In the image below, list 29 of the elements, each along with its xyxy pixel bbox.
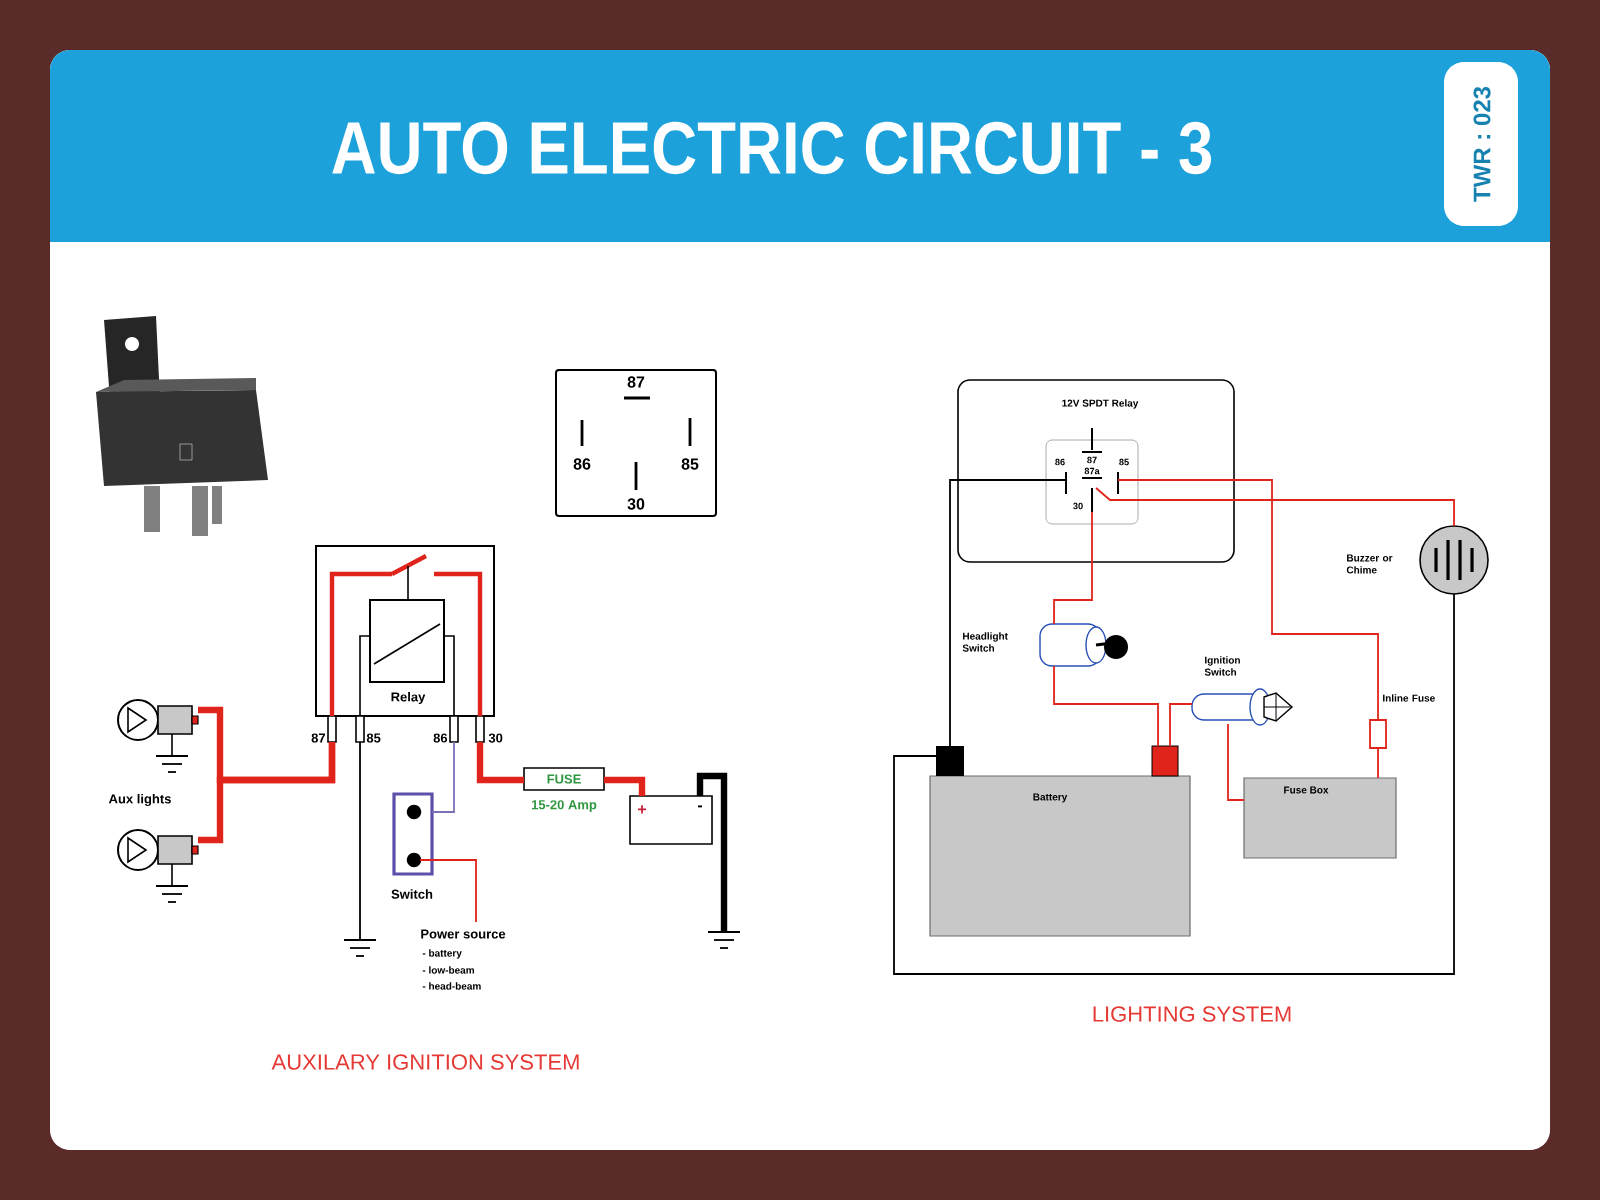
title: AUTO ELECTRIC CIRCUIT - 3 bbox=[332, 121, 1212, 175]
wire bbox=[1227, 723, 1245, 801]
wire bbox=[893, 593, 1455, 975]
relay-pinout-box: 87 86 85 30 bbox=[555, 369, 717, 517]
section-caption: LIGHTING SYSTEM bbox=[1093, 1006, 1291, 1022]
section-caption: AUXILARY IGNITION SYSTEM bbox=[271, 1054, 579, 1070]
wire bbox=[198, 742, 336, 844]
lamp-symbol bbox=[117, 829, 199, 903]
wire bbox=[1117, 479, 1379, 721]
wire bbox=[1377, 747, 1379, 779]
lamp-symbol bbox=[117, 699, 199, 773]
wire bbox=[696, 772, 728, 932]
wire bbox=[476, 742, 524, 784]
code-badge: TWR : 023 bbox=[1444, 62, 1518, 226]
wire bbox=[949, 479, 1067, 747]
wire bbox=[1095, 487, 1455, 527]
wire bbox=[419, 859, 477, 923]
wire bbox=[1053, 511, 1093, 625]
wire bbox=[359, 741, 361, 941]
ground-symbol bbox=[343, 939, 377, 957]
headlight-switch-drawing bbox=[1039, 623, 1128, 667]
ground-symbol bbox=[707, 931, 741, 949]
buzzer-symbol bbox=[1419, 525, 1489, 595]
wire bbox=[604, 776, 646, 796]
ignition-switch-drawing bbox=[1191, 688, 1294, 726]
wire bbox=[1169, 703, 1193, 747]
wire bbox=[1053, 665, 1159, 747]
inline-fuse-symbol bbox=[1369, 719, 1387, 749]
wire bbox=[431, 741, 455, 813]
